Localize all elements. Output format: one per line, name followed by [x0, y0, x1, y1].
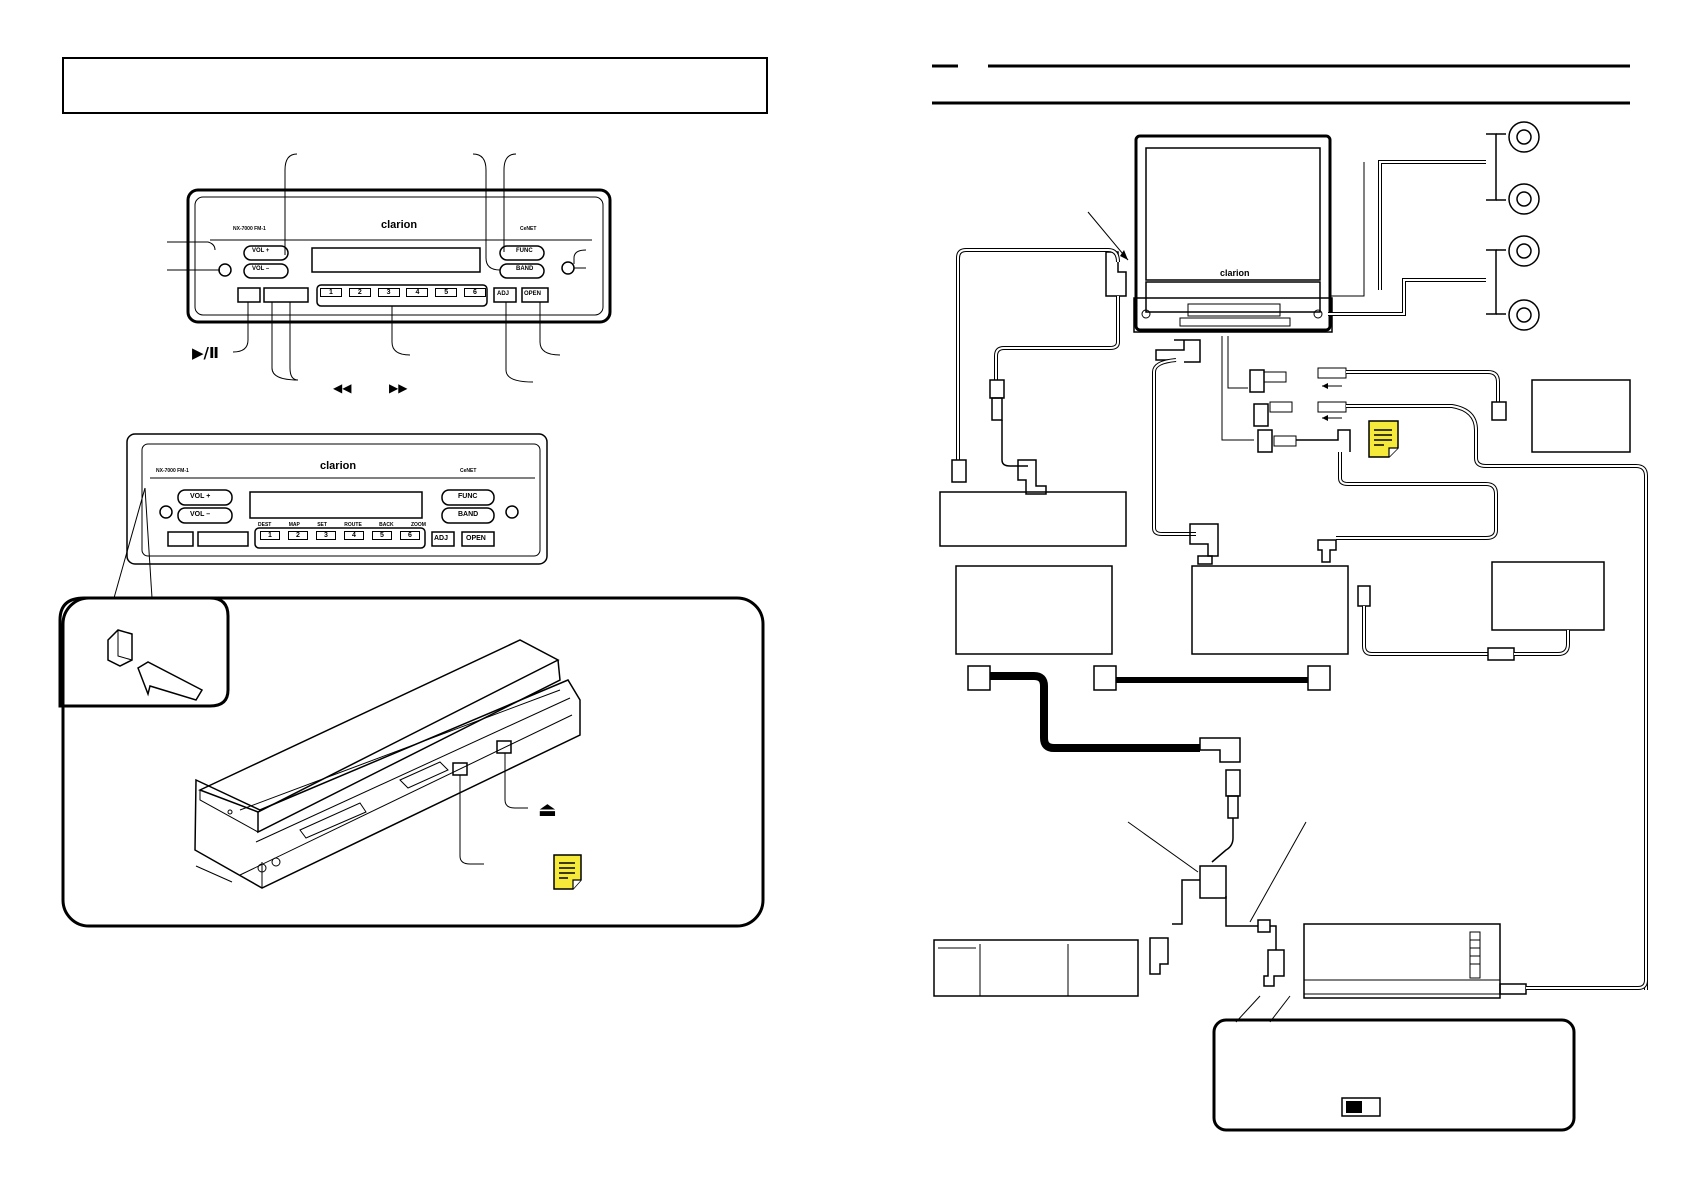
- display-window: [311, 247, 481, 273]
- navigation-unit: [1303, 923, 1648, 999]
- external-unit-box-1: [1531, 379, 1631, 453]
- model-label-middle: NX-7000 FM-1: [156, 468, 189, 474]
- preset-caption-4: ROUTE: [344, 522, 362, 528]
- preset-1[interactable]: 1: [320, 288, 342, 297]
- vol-up-label: VOL +: [252, 248, 270, 254]
- vol-up-label-2: VOL +: [190, 493, 211, 500]
- note-icon: [1368, 420, 1400, 458]
- network-label-top: CeNET: [520, 226, 537, 232]
- vol-down-label-2: VOL –: [190, 511, 211, 518]
- note-icon: [553, 854, 583, 890]
- func-label: FUNC: [516, 248, 533, 254]
- preset-1[interactable]: 1: [260, 531, 280, 540]
- open-label-2: OPEN: [466, 535, 486, 542]
- tv-brand-logo: clarion: [1220, 268, 1250, 278]
- cd-changer: [933, 939, 1139, 997]
- open-label: OPEN: [524, 291, 542, 297]
- preset-2[interactable]: 2: [288, 531, 308, 540]
- band-button: [499, 263, 545, 279]
- forward-symbol: ▶▶: [389, 381, 408, 395]
- center-cable: [1152, 339, 1219, 565]
- preset-caption-2: MAP: [288, 522, 300, 528]
- preset-3[interactable]: 3: [377, 288, 400, 297]
- model-label-top: NX-7000 FM-1: [233, 226, 266, 232]
- open-button: [521, 287, 549, 303]
- adj-label-2: ADJ: [434, 535, 449, 542]
- preset-4[interactable]: 4: [344, 531, 364, 540]
- preset-captions-middle: DEST MAP SET ROUTE BACK ZOOM: [258, 522, 426, 528]
- brand-logo-middle: clarion: [320, 460, 357, 472]
- network-label-middle: CeNET: [460, 468, 477, 474]
- preset-caption-1: DEST: [258, 522, 272, 528]
- external-unit-box-2: [1491, 561, 1605, 631]
- adj-label: ADJ: [497, 291, 510, 297]
- tv-monitor-unit: [1087, 134, 1333, 333]
- brand-logo-top: clarion: [381, 219, 418, 231]
- band-label: BAND: [516, 266, 534, 272]
- tuner-box: [955, 565, 1113, 655]
- preset-4[interactable]: 4: [406, 288, 429, 297]
- left-diagrams: [58, 153, 765, 928]
- dvd-box: [1191, 565, 1349, 655]
- preset-3[interactable]: 3: [316, 531, 336, 540]
- ce-net-cable: [967, 665, 1331, 987]
- func-label-2: FUNC: [458, 493, 478, 500]
- faceplate-middle: [113, 433, 548, 599]
- vol-down-label: VOL –: [252, 266, 270, 272]
- switch-detail-box: [1212, 995, 1576, 1132]
- play-pause-button: [237, 287, 261, 303]
- preset-caption-6: ZOOM: [410, 522, 426, 528]
- adj-button: [493, 287, 517, 303]
- preset-6[interactable]: 6: [463, 288, 486, 297]
- func-button: [499, 245, 545, 261]
- preset-5[interactable]: 5: [435, 288, 458, 297]
- preset-strip: [316, 284, 488, 307]
- faceplate-top: [167, 153, 612, 383]
- preset-6[interactable]: 6: [400, 531, 420, 540]
- preset-2[interactable]: 2: [348, 288, 371, 297]
- play-pause-symbol: ▶/Ⅱ: [192, 344, 219, 362]
- title-box: [62, 57, 768, 114]
- seek-button: [263, 287, 309, 303]
- band-label-2: BAND: [458, 511, 479, 518]
- antenna-cable: [939, 248, 1127, 547]
- rca-connectors: [1221, 336, 1648, 990]
- preset-5[interactable]: 5: [372, 531, 392, 540]
- speakers: [1328, 121, 1540, 331]
- vol-down-button: [243, 263, 289, 279]
- release-detail-box: [58, 596, 765, 928]
- preset-caption-5: BACK: [379, 522, 394, 528]
- eject-symbol: ⏏: [538, 797, 557, 821]
- vol-up-button: [243, 245, 289, 261]
- preset-buttons-top: 1 2 3 4 5 6: [320, 288, 486, 297]
- preset-buttons-middle: 1 2 3 4 5 6: [260, 531, 420, 540]
- preset-caption-3: SET: [317, 522, 327, 528]
- rewind-symbol: ◀◀: [333, 381, 352, 395]
